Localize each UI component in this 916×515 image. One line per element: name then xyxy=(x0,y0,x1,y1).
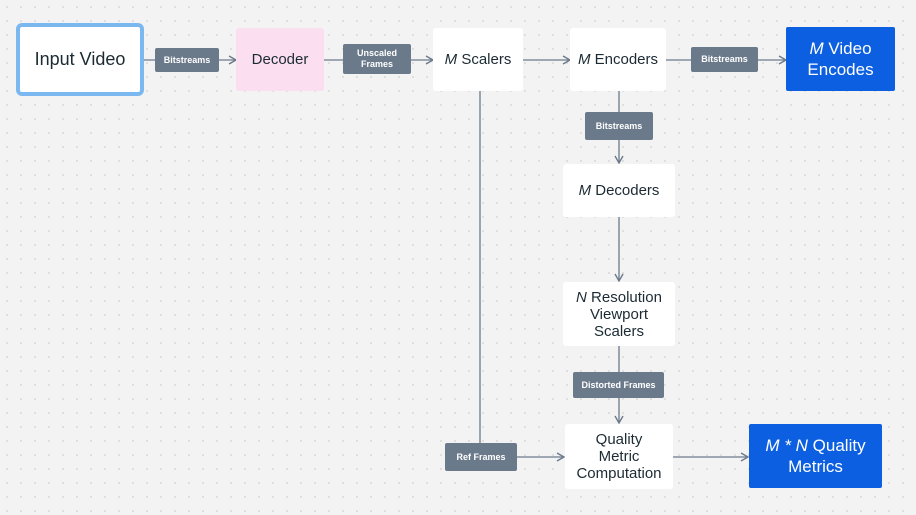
m-encoders-label: M Encoders xyxy=(577,51,659,68)
n-resolution-viewport-scalers-label: N Resolution Viewport Scalers xyxy=(576,288,662,340)
arrow-ref-frames-to-quality xyxy=(479,91,566,462)
mn-quality-metrics-node: M * N Quality Metrics xyxy=(749,424,882,488)
bitstreams-label-1: Bitstreams xyxy=(155,48,219,72)
mn-quality-metrics-label: M * N Quality Metrics xyxy=(765,436,866,476)
m-decoders-label: M Decoders xyxy=(578,182,660,199)
unscaled-frames-label: Unscaled Frames xyxy=(343,44,411,74)
distorted-frames-label: Distorted Frames xyxy=(573,372,664,398)
input-video-node: Input Video xyxy=(16,23,144,96)
m-scalers-label: M Scalers xyxy=(444,51,512,68)
ref-frames-label: Ref Frames xyxy=(445,443,517,471)
n-resolution-viewport-scalers-node: N Resolution Viewport Scalers xyxy=(563,282,675,346)
decoder-label: Decoder xyxy=(251,51,309,68)
quality-metric-computation-node: Quality Metric Computation xyxy=(565,424,673,489)
m-video-encodes-node: M Video Encodes xyxy=(786,27,895,91)
m-encoders-node: M Encoders xyxy=(570,28,666,91)
m-scalers-node: M Scalers xyxy=(433,28,523,91)
input-video-label: Input Video xyxy=(34,49,126,69)
m-decoders-node: M Decoders xyxy=(563,164,675,217)
quality-metric-computation-label: Quality Metric Computation xyxy=(576,431,662,482)
bitstreams-label-2: Bitstreams xyxy=(691,47,758,72)
m-video-encodes-label: M Video Encodes xyxy=(807,39,874,79)
bitstreams-label-3: Bitstreams xyxy=(585,112,653,140)
decoder-node: Decoder xyxy=(236,28,324,91)
